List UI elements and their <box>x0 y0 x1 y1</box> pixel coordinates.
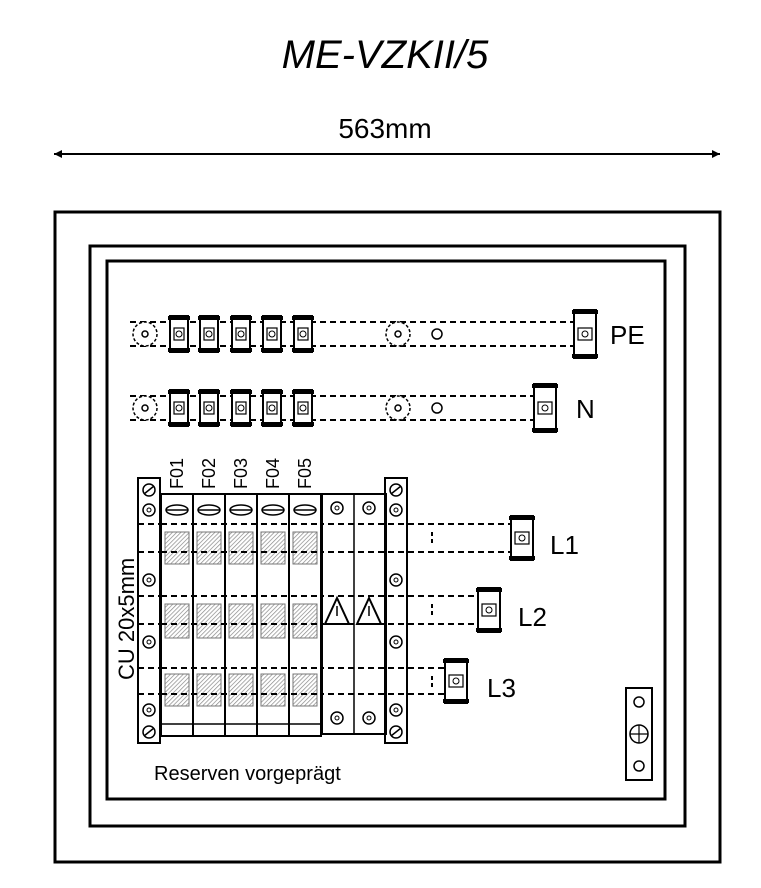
screw-icon <box>389 503 403 517</box>
screw-icon <box>330 711 344 725</box>
pe-busbar <box>130 309 598 359</box>
pe-terminal-clamp <box>261 315 283 353</box>
busbar-spec-label: CU 20x5mm <box>114 558 139 680</box>
warning-triangle-icon <box>323 595 351 625</box>
screw-hole-icon <box>431 402 443 414</box>
screw-icon <box>389 703 403 717</box>
fuse-label-f03: F03 <box>231 458 251 489</box>
mounting-hole-icon <box>132 395 158 421</box>
pe-label: PE <box>610 320 645 350</box>
l3-terminal <box>443 658 469 704</box>
screw-icon <box>142 703 156 717</box>
n-busbar <box>130 383 558 433</box>
width-dimension-label: 563mm <box>338 113 431 144</box>
l1-terminal <box>509 515 535 561</box>
n-terminal-clamp <box>292 389 314 427</box>
l3-label: L3 <box>487 673 516 703</box>
pe-main-terminal <box>572 309 598 359</box>
n-terminal-clamp <box>198 389 220 427</box>
screw-icon <box>362 711 376 725</box>
screw-icon <box>142 725 156 739</box>
pe-terminal-clamp <box>292 315 314 353</box>
screw-icon <box>389 725 403 739</box>
fuse-label-f05: F05 <box>295 458 315 489</box>
mounting-hole-icon <box>385 395 411 421</box>
n-terminal-clamp <box>261 389 283 427</box>
l2-label: L2 <box>518 602 547 632</box>
screw-icon <box>142 573 156 587</box>
fuse-module-f01 <box>160 493 194 737</box>
fuse-module-f02 <box>192 493 226 737</box>
screw-icon <box>362 501 376 515</box>
n-terminal-clamp <box>168 389 190 427</box>
screw-hole-icon <box>431 328 443 340</box>
warning-triangle-icon <box>355 595 383 625</box>
fuse-label-f02: F02 <box>199 458 219 489</box>
pe-terminal-clamp <box>198 315 220 353</box>
screw-icon <box>389 483 403 497</box>
screw-icon <box>330 501 344 515</box>
enclosure-outer-frame <box>53 210 722 864</box>
diagram-title: ME-VZKII/5 <box>282 33 489 77</box>
mounting-hole-icon <box>132 321 158 347</box>
fuse-module-f05 <box>288 493 322 737</box>
fuse-module-f04 <box>256 493 290 737</box>
n-label: N <box>576 394 595 424</box>
screw-icon <box>389 635 403 649</box>
screw-icon <box>142 483 156 497</box>
busbar-system <box>137 477 515 744</box>
screw-icon <box>142 503 156 517</box>
pe-terminal-clamp <box>230 315 252 353</box>
n-terminal-clamp <box>230 389 252 427</box>
n-main-terminal <box>532 383 558 433</box>
ground-symbol-icon <box>629 724 649 744</box>
enclosure-inner-frame <box>88 244 687 828</box>
screw-icon <box>389 573 403 587</box>
reserves-note: Reserven vorgeprägt <box>154 763 341 785</box>
mounting-hole-icon <box>385 321 411 347</box>
fuse-label-f01: F01 <box>167 458 187 489</box>
screw-icon <box>142 635 156 649</box>
pe-terminal-clamp <box>168 315 190 353</box>
l1-label: L1 <box>550 530 579 560</box>
earth-terminal-block <box>625 687 653 781</box>
fuse-label-f04: F04 <box>263 458 283 489</box>
l2-terminal <box>476 587 502 633</box>
mounting-plate <box>105 259 667 801</box>
fuse-module-f03 <box>224 493 258 737</box>
